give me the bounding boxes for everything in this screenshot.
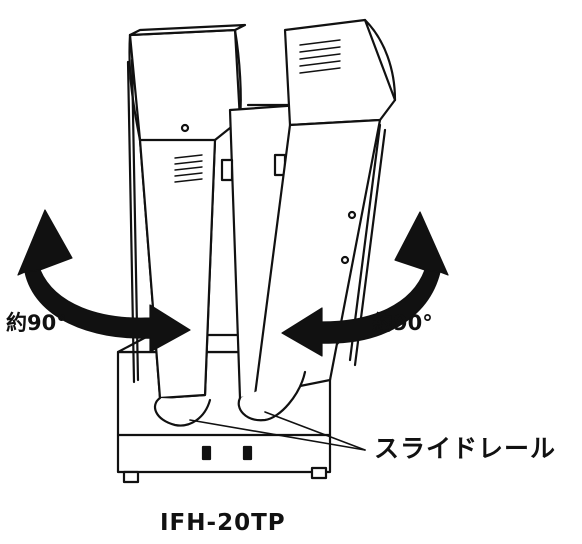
rotation-arrow-right: [281, 211, 449, 357]
model-name-label: IFH-20TP: [160, 510, 286, 536]
left-grille: [174, 154, 203, 183]
rotation-arrow-left: [17, 209, 191, 353]
rotation-angle-label-right: 約90°: [372, 311, 433, 335]
right-heater-panel: [253, 18, 397, 397]
rotation-angle-label-left: 約90°: [6, 311, 67, 335]
slide-rail-label: スライドレール: [374, 434, 557, 463]
slide-rails: [153, 370, 366, 451]
